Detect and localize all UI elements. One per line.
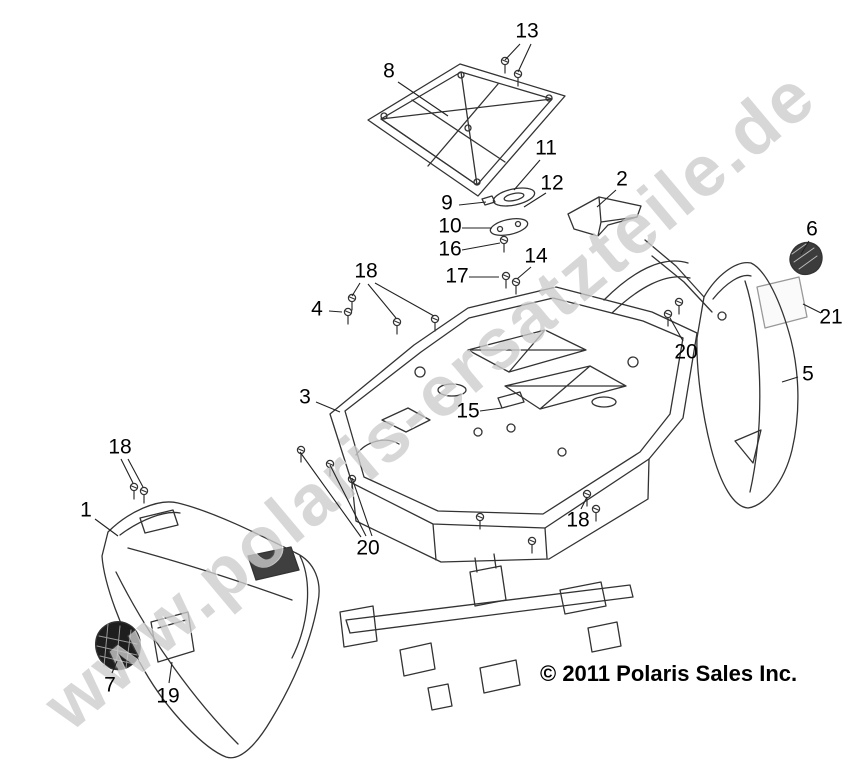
callout-1: 1 [80,498,92,522]
callout-16: 16 [438,237,462,261]
callout-14: 14 [524,244,548,268]
grille-part-7 [95,621,141,671]
callout-18: 18 [108,435,132,459]
callout-20: 20 [356,536,380,560]
right-fender-part-5 [644,239,799,509]
hinge-plates-parts-9-12 [481,187,536,236]
callout-8: 8 [383,59,395,83]
callout-13: 13 [515,19,539,43]
panel-part-19 [150,611,195,663]
callout-18: 18 [566,508,590,532]
left-fender-part-1 [101,501,320,759]
grommet-part-6 [789,241,823,276]
callout-19: 19 [156,684,180,708]
callout-9: 9 [441,191,453,215]
pad-part-21 [756,276,808,329]
copyright-notice: © 2011 Polaris Sales Inc. [540,661,798,686]
callout-5: 5 [802,362,814,386]
callout-11: 11 [535,136,557,160]
top-cover-part-8 [367,63,566,197]
callout-4: 4 [311,297,323,321]
callout-7: 7 [104,673,116,697]
callout-20: 20 [674,340,698,364]
callout-17: 17 [445,264,469,288]
callout-10: 10 [438,214,462,238]
callout-15: 15 [456,399,480,423]
callout-12: 12 [540,171,564,195]
callout-21: 21 [819,305,843,329]
callout-6: 6 [806,217,818,241]
callout-3: 3 [299,385,311,409]
callout-18: 18 [354,259,378,283]
frame-support [339,553,634,711]
callout-2: 2 [616,167,628,191]
